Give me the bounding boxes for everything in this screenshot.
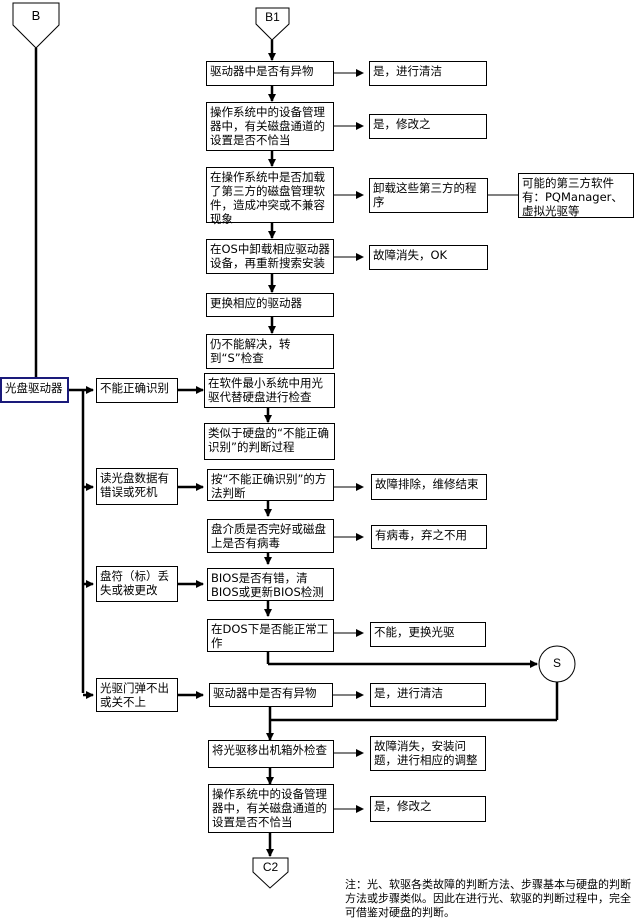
symptom-tray-stuck: 光驱门弹不出或关不上 [96,678,178,712]
node-text: 驱动器中是否有异物 [210,64,314,78]
result-clean-2: 是，进行清洁 [370,683,486,707]
result-text: 故障消失，OK [373,248,448,262]
footnote: 注：光、软驱各类故障的判断方法、步骤基本与硬盘的判断方法或步骤类似。因此在进行光… [345,878,631,919]
result-text: 是，修改之 [373,117,431,131]
root-label: 光盘驱动器 [5,381,63,395]
check-foreign-object: 驱动器中是否有异物 [206,61,334,86]
extra-text: 可能的第三方软件有：PQManager、虚拟光驱等 [522,176,623,218]
symptom-not-recognized: 不能正确识别 [96,378,178,403]
step-text: BIOS是否有错，清BIOS或更新BIOS检测 [211,571,324,599]
symptom-read-error: 读光盘数据有错误或死机 [96,468,178,505]
step-text: 按“不能正确识别”的方法判断 [211,472,327,500]
result-virus-discard: 有病毒，弃之不用 [371,525,487,549]
symptom-drive-letter-lost: 盘符（标）丢失或被更改 [96,566,178,602]
symptom-text: 读光盘数据有错误或死机 [100,471,169,499]
root-optical-drive: 光盘驱动器 [0,377,69,403]
result-modify: 是，修改之 [369,114,487,139]
step-device-manager-check: 操作系统中的设备管理器中，有关磁盘通道的设置是否不恰当 [208,784,334,833]
result-clean: 是，进行清洁 [369,61,487,86]
step-media-virus-check: 盘介质是否完好或磁盘上是否有病毒 [207,519,334,553]
step-external-check: 将光驱移出机箱外检查 [208,740,334,768]
step-foreign-object-check: 驱动器中是否有异物 [209,683,333,707]
reinstall-driver: 在OS中卸载相应驱动器设备，再重新搜索安装 [206,239,334,274]
step-dos-check: 在DOS下是否能正常工作 [207,619,334,652]
step-text: 类似于硬盘的“不能正确识别”的判断过程 [208,426,329,454]
step-text: 在软件最小系统中用光驱代替硬盘进行检查 [208,376,323,404]
step-text: 将光驱移出机箱外检查 [212,743,327,757]
result-text: 是，进行清洁 [373,64,442,78]
result-fixed: 故障排除，维修结束 [371,474,487,500]
replace-driver: 更换相应的驱动器 [206,293,334,317]
step-text: 盘介质是否完好或磁盘上是否有病毒 [211,522,326,550]
result-text: 不能，更换光驱 [374,625,455,639]
symptom-text: 盘符（标）丢失或被更改 [100,569,169,597]
node-text: 在OS中卸载相应驱动器设备，再重新搜索安装 [210,242,330,270]
goto-s-check: 仍不能解决，转到“S”检查 [206,334,334,369]
result-ok: 故障消失，OK [369,245,488,270]
node-text: 更换相应的驱动器 [210,296,302,310]
result-text: 是，进行清洁 [374,686,443,700]
node-text: 在操作系统中是否加载了第三方的磁盘管理软件，造成冲突或不兼容现象 [210,170,325,226]
result-replace-drive: 不能，更换光驱 [370,622,486,647]
result-uninstall: 卸载这些第三方的程序 [369,178,488,213]
note-third-party-examples: 可能的第三方软件有：PQManager、虚拟光驱等 [518,173,634,218]
step-bios-check: BIOS是否有错，清BIOS或更新BIOS检测 [207,568,334,601]
step-text: 驱动器中是否有异物 [213,686,317,700]
symptom-text: 不能正确识别 [100,381,169,395]
result-install-issue: 故障消失，安装问题，进行相应的调整 [370,736,486,771]
step-similar-to-hdd: 类似于硬盘的“不能正确识别”的判断过程 [204,423,335,460]
result-text: 卸载这些第三方的程序 [373,181,477,209]
result-text: 故障消失，安装问题，进行相应的调整 [374,739,478,767]
step-judge-not-recognized: 按“不能正确识别”的方法判断 [207,469,334,501]
connector-c2-label: C2 [262,860,279,874]
symptom-text: 光驱门弹不出或关不上 [100,681,169,709]
node-text: 仍不能解决，转到“S”检查 [210,337,291,365]
step-minimal-system-check: 在软件最小系统中用光驱代替硬盘进行检查 [204,373,335,408]
connector-s-label: S [552,656,561,670]
step-text: 操作系统中的设备管理器中，有关磁盘通道的设置是否不恰当 [212,787,327,829]
step-text: 在DOS下是否能正常工作 [211,622,329,650]
check-third-party-software: 在操作系统中是否加载了第三方的磁盘管理软件，造成冲突或不兼容现象 [206,167,334,226]
result-text: 是，修改之 [374,799,432,813]
result-text: 故障排除，维修结束 [375,477,479,491]
result-modify-2: 是，修改之 [370,796,486,822]
result-text: 有病毒，弃之不用 [375,528,467,542]
connector-b1-label: B1 [265,10,280,24]
node-text: 操作系统中的设备管理器中，有关磁盘通道的设置是否不恰当 [210,105,325,147]
check-device-manager: 操作系统中的设备管理器中，有关磁盘通道的设置是否不恰当 [206,102,334,151]
connector-b-label: B [31,8,41,23]
